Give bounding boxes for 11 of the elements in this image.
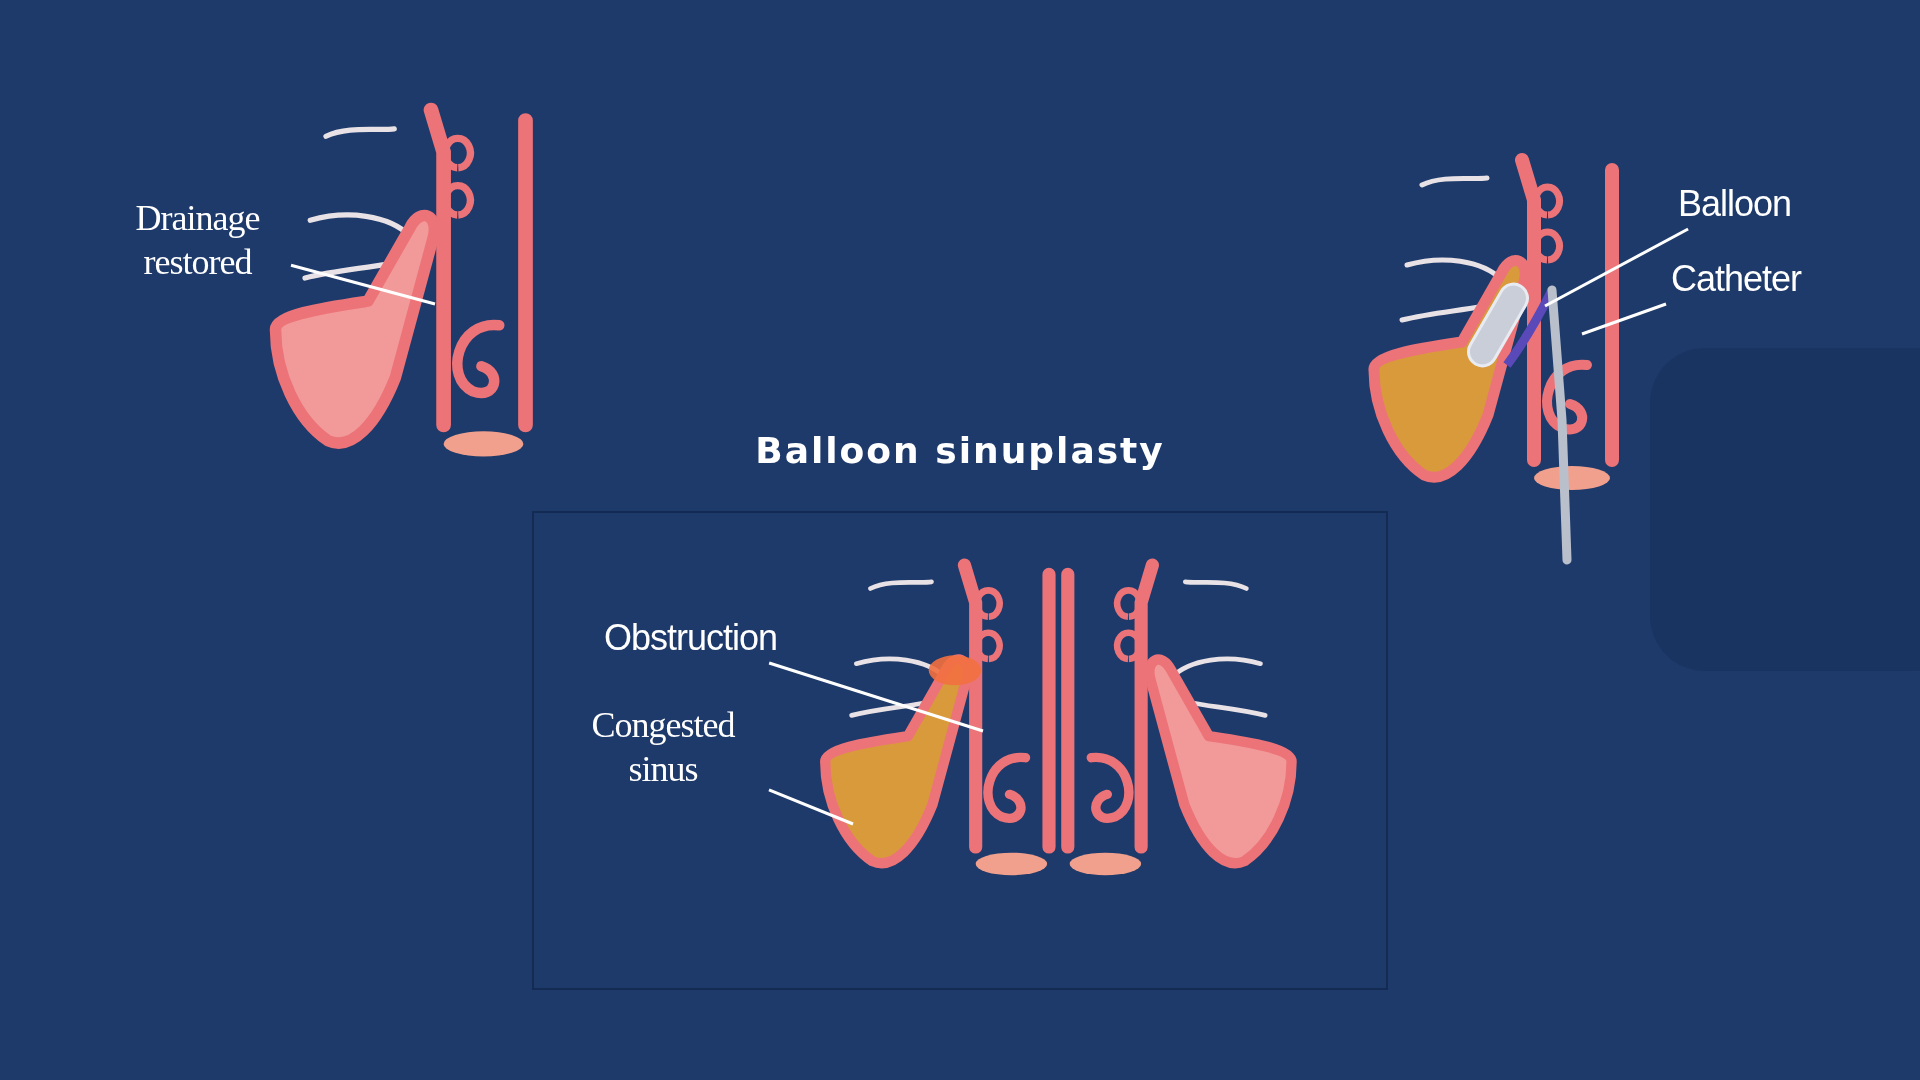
- callout-label: Obstruction: [604, 617, 778, 659]
- callout-label: Congested sinus: [563, 703, 763, 791]
- leader-line: [1581, 302, 1667, 336]
- leader-line: [768, 788, 854, 826]
- diagram-title: Balloon sinuplasty: [754, 430, 1166, 471]
- callout-label: Drainage restored: [110, 196, 285, 284]
- leader-line: [768, 661, 984, 733]
- callout-label: Balloon: [1678, 183, 1792, 225]
- callout-label: Catheter: [1671, 258, 1802, 300]
- leader-line: [290, 263, 436, 306]
- leader-line: [1544, 227, 1689, 308]
